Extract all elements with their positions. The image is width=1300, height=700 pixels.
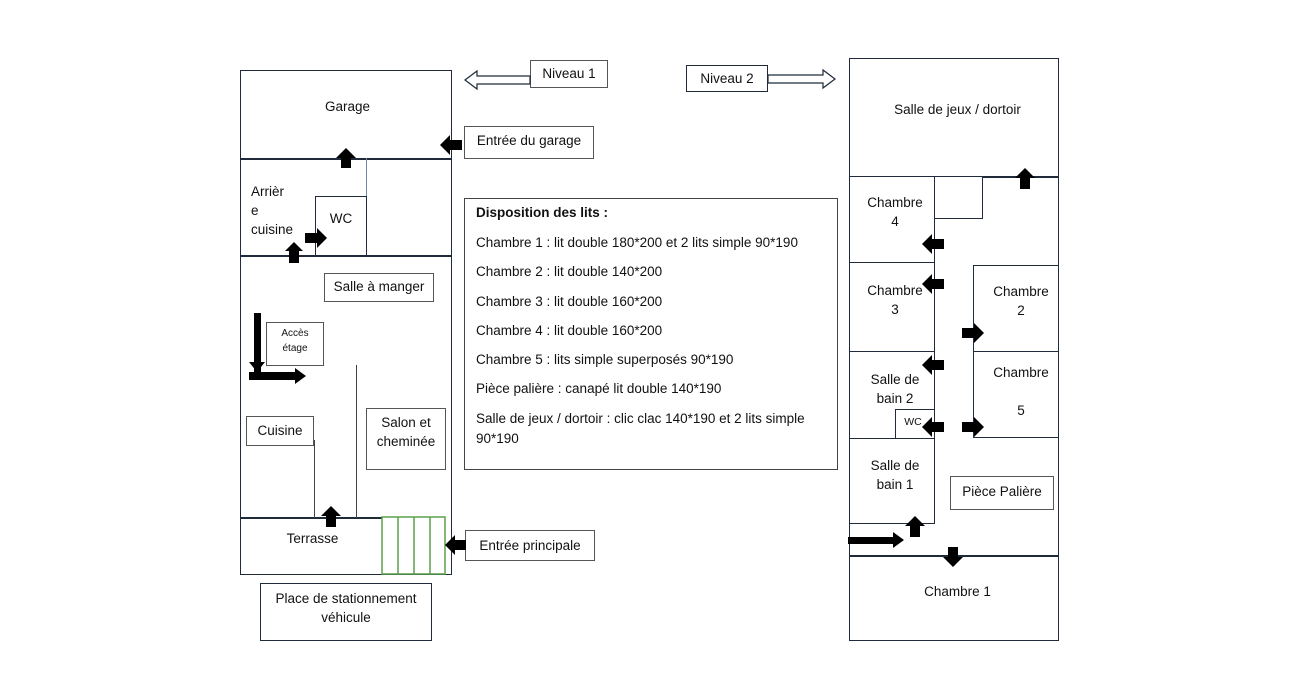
sdb1-room (849, 438, 935, 524)
garage-label: Garage (324, 99, 371, 114)
legend-item: Chambre 3 : lit double 160*200 (476, 293, 663, 309)
terrasse-label: Terrasse (286, 531, 339, 546)
entree-garage-label: Entrée du garage (476, 133, 582, 148)
terrasse-wall (240, 517, 382, 519)
legend-item: Salle de jeux / dortoir : clic clac 140*… (476, 410, 805, 446)
niveau1-label: Niveau 1 (542, 66, 596, 81)
parking-label: Place de stationnement véhicule (275, 591, 417, 625)
chambre1-wall (849, 555, 1059, 557)
bed-layout-legend: Disposition des lits : Chambre 1 : lit d… (464, 198, 838, 470)
entree-principale-label: Entrée principale (479, 538, 581, 553)
legend-item: Pièce palière : canapé lit double 140*19… (476, 381, 722, 397)
cuisine-label: Cuisine (257, 423, 303, 438)
partition-wall-1 (314, 440, 315, 518)
wc-label: WC (329, 211, 353, 226)
wc2-label: WC (904, 416, 922, 428)
sdb2-label: Salle de bain 2 (870, 372, 920, 406)
niveau2-label: Niveau 2 (700, 71, 754, 86)
niveau2-box (686, 65, 768, 92)
closet-box (934, 176, 983, 219)
salle-jeux-label: Salle de jeux / dortoir (894, 102, 1021, 117)
legend-title: Disposition des lits : (476, 205, 609, 220)
entree-principale-box (465, 530, 595, 561)
piece-paliere-label: Pièce Palière (962, 484, 1042, 499)
legend-item: Chambre 1 : lit double 180*200 et 2 lits… (476, 235, 798, 250)
salon-box (366, 408, 446, 470)
chambre3-label: Chambre 3 (867, 283, 923, 317)
chambre2-label: Chambre 2 (993, 284, 1049, 318)
partition-light (366, 158, 367, 198)
chambre5-label: Chambre 5 (993, 365, 1049, 418)
chambre5-room (973, 351, 1059, 438)
arriere-cuisine-label: Arrièr e cuisine (251, 184, 294, 237)
garage-wall (240, 158, 452, 160)
chambre4-label: Chambre 4 (867, 195, 923, 229)
chambre3-room (849, 262, 935, 352)
niveau1-outline-arrow (464, 69, 531, 91)
legend-item: Chambre 5 : lits simple superposés 90*19… (476, 352, 734, 368)
legend-item: Chambre 2 : lit double 140*200 (476, 264, 663, 280)
cuisine-box (246, 416, 314, 446)
niveau1-box (530, 60, 608, 88)
chambre1-label: Chambre 1 (924, 584, 991, 599)
acces-etage-box (266, 322, 324, 366)
parking-box (260, 583, 432, 641)
chambre4-room (849, 176, 935, 263)
partition-wall-2 (356, 365, 357, 518)
salle-a-manger-box (324, 273, 434, 302)
salle-a-manger-label: Salle à manger (333, 279, 425, 294)
sdb1-label: Salle de bain 1 (870, 458, 920, 492)
entree-garage-box (464, 126, 594, 159)
piece-paliere-box (950, 476, 1054, 510)
chambre2-room (973, 265, 1059, 352)
legend-item: Chambre 4 : lit double 160*200 (476, 322, 663, 338)
acces-etage-label: Accès étage (281, 328, 309, 354)
salon-label: Salon et cheminée (376, 415, 436, 449)
niveau2-outline-arrow (767, 68, 836, 90)
